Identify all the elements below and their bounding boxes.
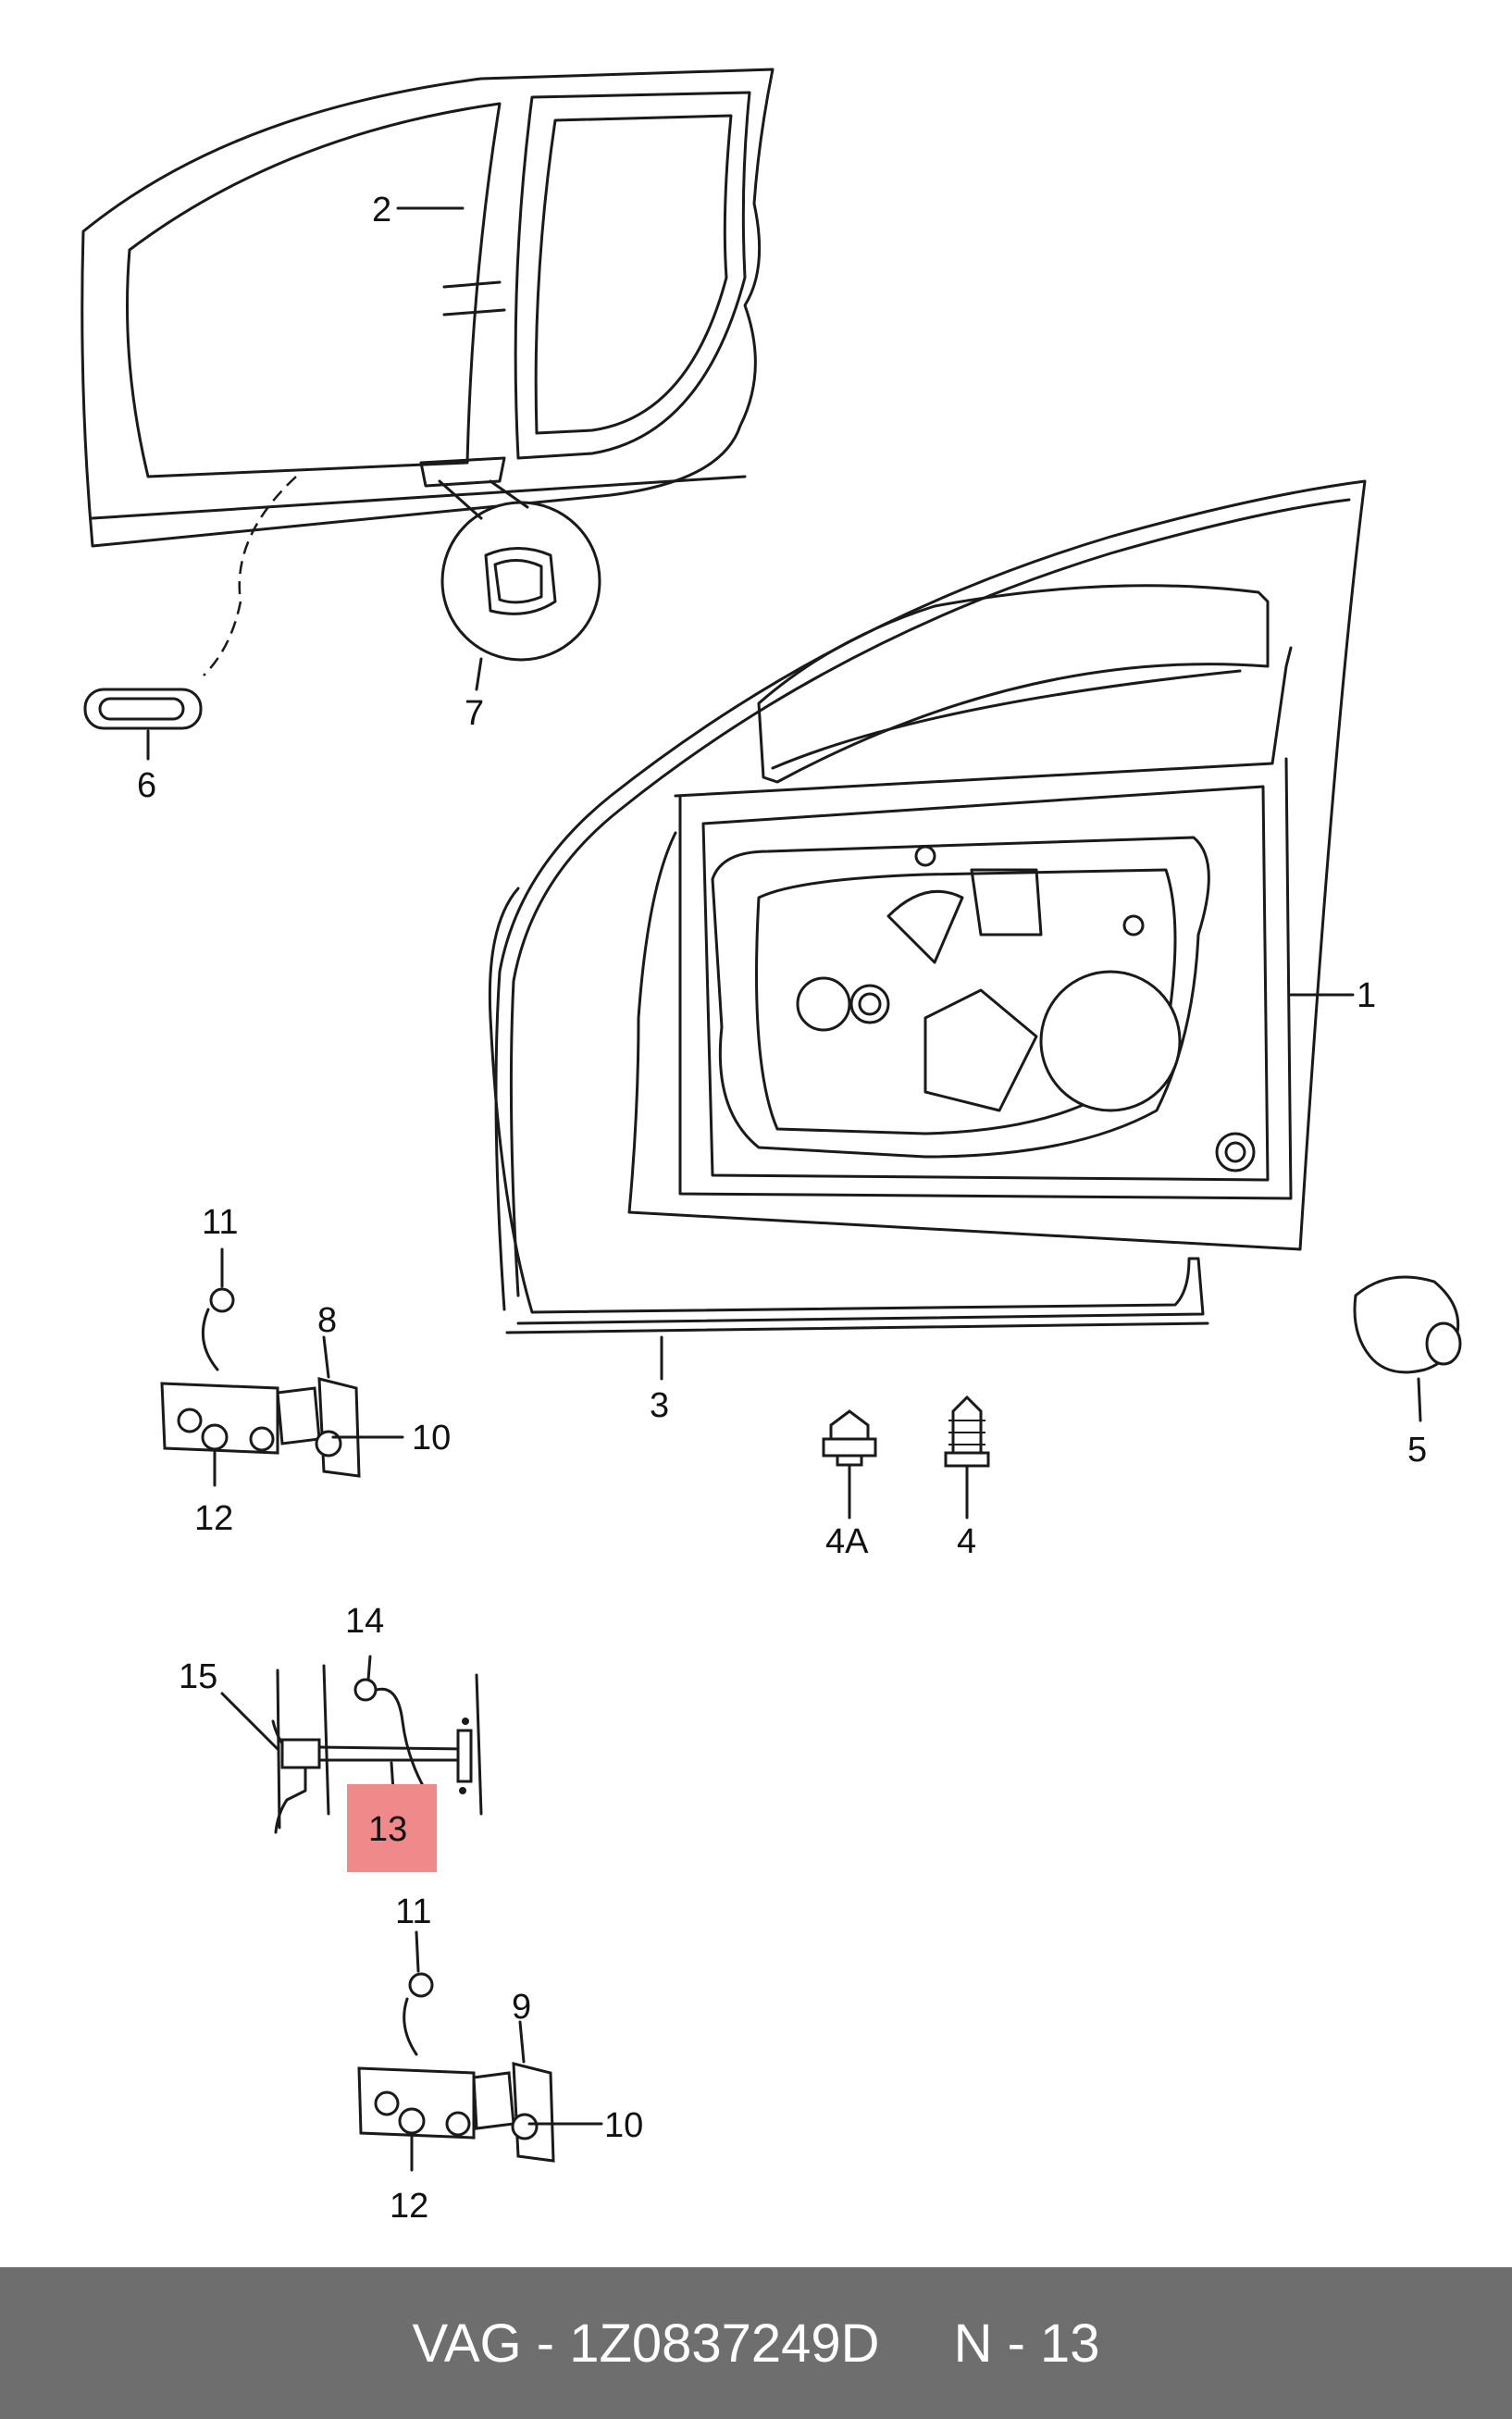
callout-2: 2 — [372, 191, 392, 229]
position-reference: N - 13 — [953, 2313, 1100, 2374]
highlight-callout-13 — [347, 1784, 437, 1872]
clip-4A — [822, 1409, 877, 1520]
callout-5: 5 — [1407, 1431, 1428, 1470]
callout-6: 6 — [137, 766, 157, 805]
body-side-panel — [81, 68, 775, 548]
callout-14: 14 — [345, 1602, 385, 1641]
callout-4A: 4A — [825, 1522, 869, 1561]
check-strap-13 — [220, 1655, 483, 1834]
callout-8: 8 — [317, 1301, 338, 1340]
detail-7 — [438, 479, 601, 691]
hinge-upper-8 — [160, 1247, 404, 1487]
callout-12-upper: 12 — [194, 1499, 234, 1538]
callout-10-lower: 10 — [604, 2106, 644, 2145]
door-seal-3 — [488, 887, 1209, 1381]
callout-12-lower: 12 — [390, 2187, 429, 2226]
callout-10-upper: 10 — [412, 1419, 452, 1458]
clip-4 — [944, 1395, 990, 1520]
grommet-5 — [1353, 1275, 1462, 1422]
callout-7: 7 — [465, 694, 485, 733]
parts-diagram: 1 2 3 4 4A 5 6 7 8 9 10 10 11 11 12 12 1… — [81, 68, 1462, 2226]
plug-6 — [83, 476, 297, 761]
callout-4: 4 — [957, 1522, 977, 1561]
door-assembly-drawing — [81, 68, 1462, 2172]
callout-9: 9 — [512, 1988, 532, 2027]
callout-3: 3 — [650, 1386, 670, 1425]
callout-1: 1 — [1357, 976, 1377, 1015]
callout-15: 15 — [179, 1657, 218, 1696]
front-door-1 — [494, 479, 1367, 1311]
callout-11-lower: 11 — [395, 1892, 432, 1931]
part-number-footer: VAG - 1Z0837249D N - 13 — [0, 2267, 1512, 2419]
part-reference: VAG - 1Z0837249D — [412, 2313, 880, 2374]
hinge-lower-9 — [357, 1930, 603, 2172]
callout-13: 13 — [368, 1810, 408, 1849]
callout-11-upper: 11 — [202, 1203, 239, 1242]
